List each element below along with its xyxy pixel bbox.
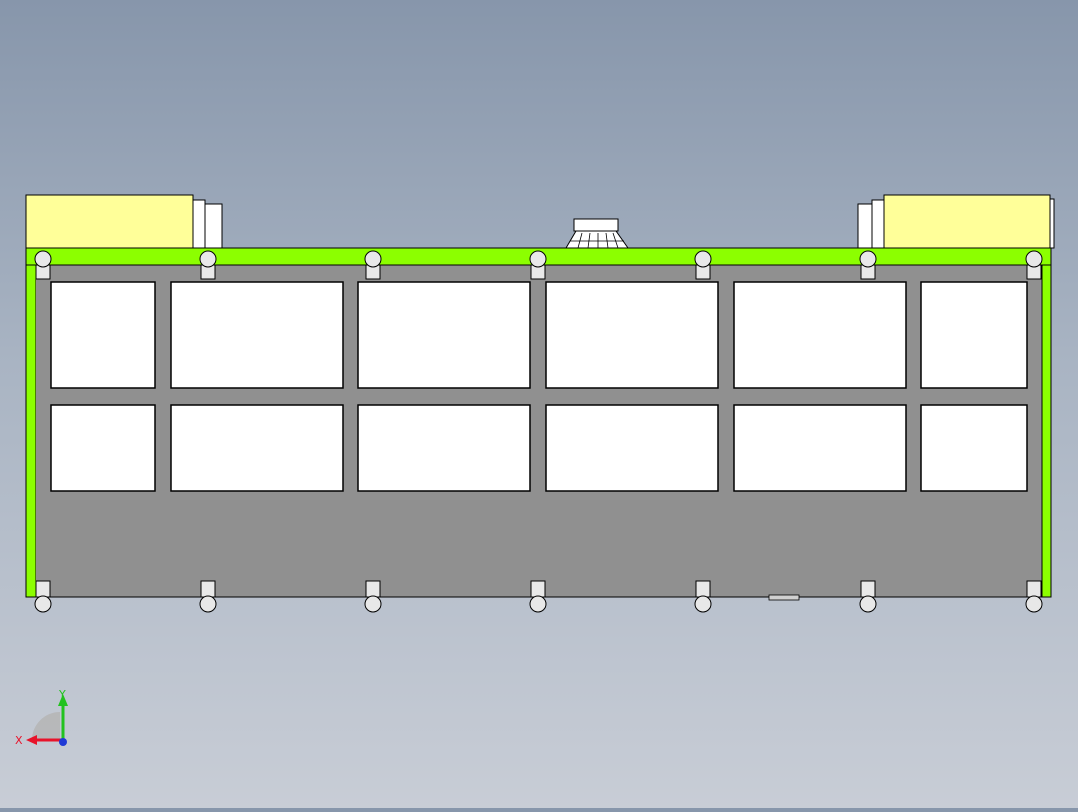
window xyxy=(170,404,344,492)
caster-bottom xyxy=(364,580,382,613)
caster-top xyxy=(529,250,547,280)
triad-plane xyxy=(32,712,60,740)
caster-bottom xyxy=(694,580,712,613)
caster-top xyxy=(34,250,52,280)
window xyxy=(50,281,156,389)
x-axis-label: X xyxy=(15,734,23,747)
right-box-cap xyxy=(1049,198,1055,249)
left-box-body xyxy=(25,194,194,249)
casters xyxy=(34,250,1043,613)
left-box-flange-2 xyxy=(204,203,223,249)
y-axis-arrow xyxy=(58,694,68,706)
caster-top xyxy=(364,250,382,280)
frame-left-post xyxy=(25,264,37,598)
window xyxy=(920,404,1028,492)
x-axis-arrow xyxy=(26,735,37,745)
caster-bottom xyxy=(199,580,217,613)
caster-top xyxy=(694,250,712,280)
window xyxy=(357,281,531,389)
axis-triad[interactable]: Y X xyxy=(10,684,80,754)
right-top-box xyxy=(857,194,1055,249)
green-frame xyxy=(25,247,1052,598)
caster-bottom xyxy=(859,580,877,613)
window xyxy=(733,281,907,389)
window-row-bottom xyxy=(50,404,1028,492)
caster-bottom xyxy=(34,580,52,613)
caster-top xyxy=(1025,250,1043,280)
window xyxy=(545,404,719,492)
window xyxy=(170,281,344,389)
caster-top xyxy=(859,250,877,280)
bottom-tab xyxy=(768,594,800,601)
frame-right-post xyxy=(1041,264,1052,598)
center-fan-unit xyxy=(565,218,629,249)
caster-bottom xyxy=(1025,580,1043,613)
caster-bottom xyxy=(529,580,547,613)
window-row-top xyxy=(50,281,1028,389)
right-box-flange-1 xyxy=(871,199,885,249)
z-axis-dot xyxy=(59,738,67,746)
window xyxy=(50,404,156,492)
window xyxy=(920,281,1028,389)
left-top-box xyxy=(25,194,223,249)
window xyxy=(733,404,907,492)
y-axis-label: Y xyxy=(58,688,66,701)
caster-top xyxy=(199,250,217,280)
right-box-flange-2 xyxy=(857,203,873,249)
window xyxy=(357,404,531,492)
window xyxy=(545,281,719,389)
left-box-flange-1 xyxy=(192,199,206,249)
right-box-body xyxy=(883,194,1051,249)
